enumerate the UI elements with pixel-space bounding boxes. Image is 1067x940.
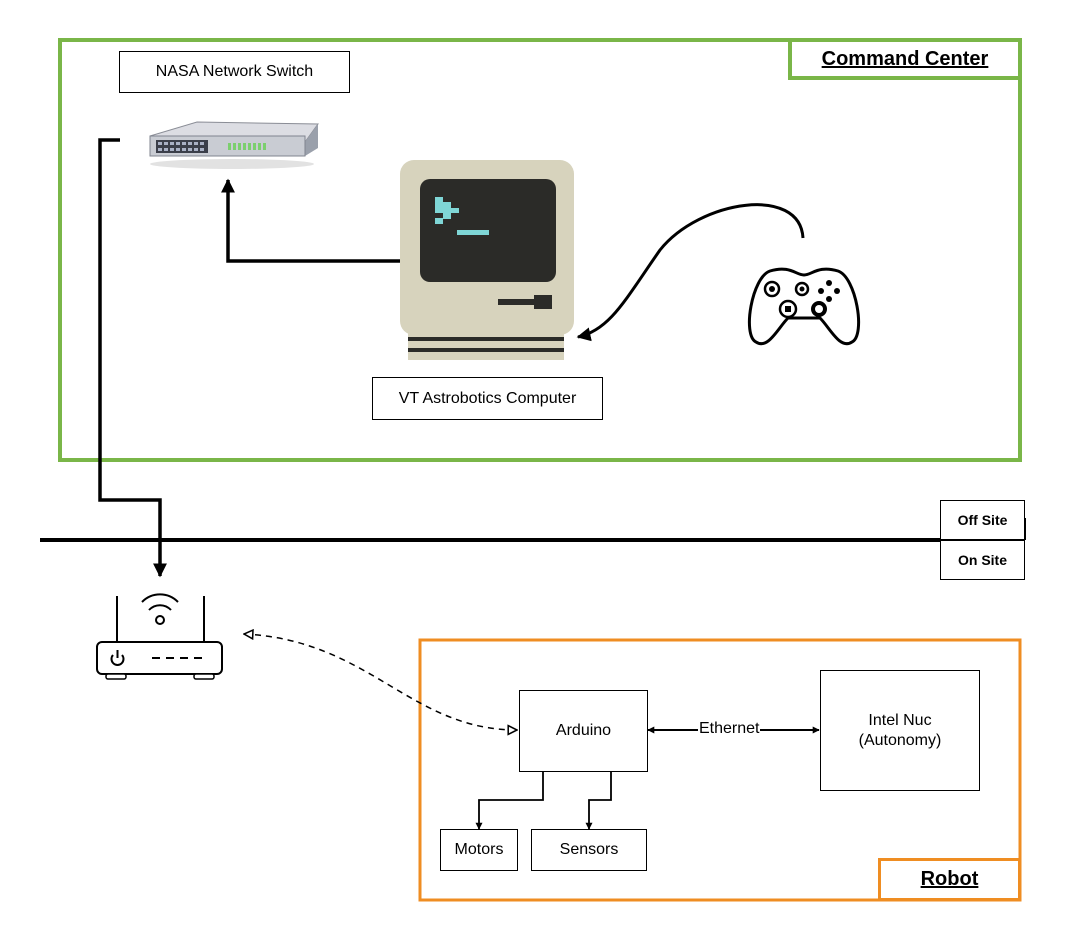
off-site-label: Off Site — [940, 500, 1025, 540]
arduino-to-sensors-arrow — [585, 771, 612, 830]
gamepad-icon — [747, 267, 861, 346]
retro-computer-icon — [400, 160, 574, 360]
sensors-node: Sensors — [531, 829, 647, 871]
motors-node: Motors — [440, 829, 518, 871]
switch-to-router-arrow — [98, 138, 167, 578]
intel-nuc-name: Intel Nuc — [868, 711, 932, 729]
arduino-node: Arduino — [519, 690, 648, 772]
network-switch-label: NASA Network Switch — [119, 51, 350, 93]
ethernet-label: Ethernet — [698, 720, 761, 738]
intel-nuc-role: (Autonomy) — [858, 731, 942, 749]
arduino-to-motors-arrow — [475, 771, 544, 830]
network-switch-icon — [149, 121, 319, 169]
intel-nuc-node: Intel Nuc (Autonomy) — [820, 670, 980, 791]
robot-frame — [418, 638, 1022, 902]
router-arduino-wireless-link — [244, 634, 517, 730]
computer-to-switch-arrow — [221, 178, 400, 263]
command-center-title: Command Center — [788, 38, 1022, 80]
gamepad-to-computer-arrow — [576, 203, 805, 342]
robot-title: Robot — [878, 858, 1021, 901]
wifi-router-icon — [96, 593, 223, 680]
computer-label: VT Astrobotics Computer — [372, 377, 603, 420]
on-site-label: On Site — [940, 540, 1025, 580]
command-center-frame — [58, 38, 1022, 462]
